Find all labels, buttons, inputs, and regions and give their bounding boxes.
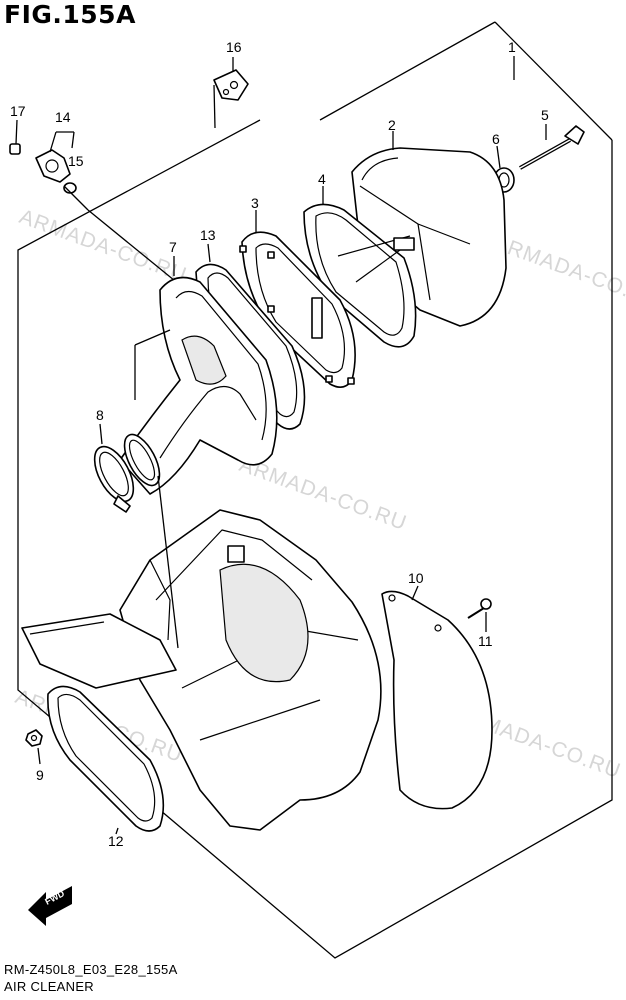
fwd-direction-badge: FWD xyxy=(28,886,72,926)
callout-4: 4 xyxy=(318,171,326,187)
bracket-part-16 xyxy=(213,57,249,129)
figure-title: FIG.155A xyxy=(4,0,136,29)
breather-assembly xyxy=(9,119,181,286)
callout-6: 6 xyxy=(492,131,500,147)
seal-part-12 xyxy=(47,685,165,835)
callout-16: 16 xyxy=(226,39,242,55)
callout-5: 5 xyxy=(541,107,549,123)
callout-13: 13 xyxy=(200,227,216,243)
callout-14: 14 xyxy=(55,109,71,125)
airbox-housing xyxy=(21,475,382,831)
callout-12: 12 xyxy=(108,833,124,849)
callout-7: 7 xyxy=(169,239,177,255)
callout-10: 10 xyxy=(408,570,424,586)
filter-element-part-2 xyxy=(351,131,507,327)
wing-bolt-part-5 xyxy=(519,124,585,170)
nut-part-9 xyxy=(25,729,43,765)
callout-9: 9 xyxy=(36,767,44,783)
screw-part-11 xyxy=(467,598,492,632)
callout-1: 1 xyxy=(508,39,516,55)
section-name: AIR CLEANER xyxy=(4,979,94,994)
model-code: RM-Z450L8_E03_E28_155A xyxy=(4,962,178,977)
filter-cage-part-4 xyxy=(303,186,417,348)
callout-2: 2 xyxy=(388,117,396,133)
callout-8: 8 xyxy=(96,407,104,423)
callout-11: 11 xyxy=(478,633,493,649)
callout-17: 17 xyxy=(10,103,26,119)
watermark-2: ARMADA-CO.RU xyxy=(490,231,626,313)
callout-3: 3 xyxy=(251,195,259,211)
assembly-frame xyxy=(17,119,613,959)
watermark-1: ARMADA-CO.RU xyxy=(16,205,190,287)
intake-duct-part-7 xyxy=(119,256,278,495)
filter-plate-part-3 xyxy=(239,210,356,388)
hose-clamp-part-8 xyxy=(93,423,161,513)
mud-guard-part-10 xyxy=(381,585,493,810)
callout-15: 15 xyxy=(68,153,84,169)
